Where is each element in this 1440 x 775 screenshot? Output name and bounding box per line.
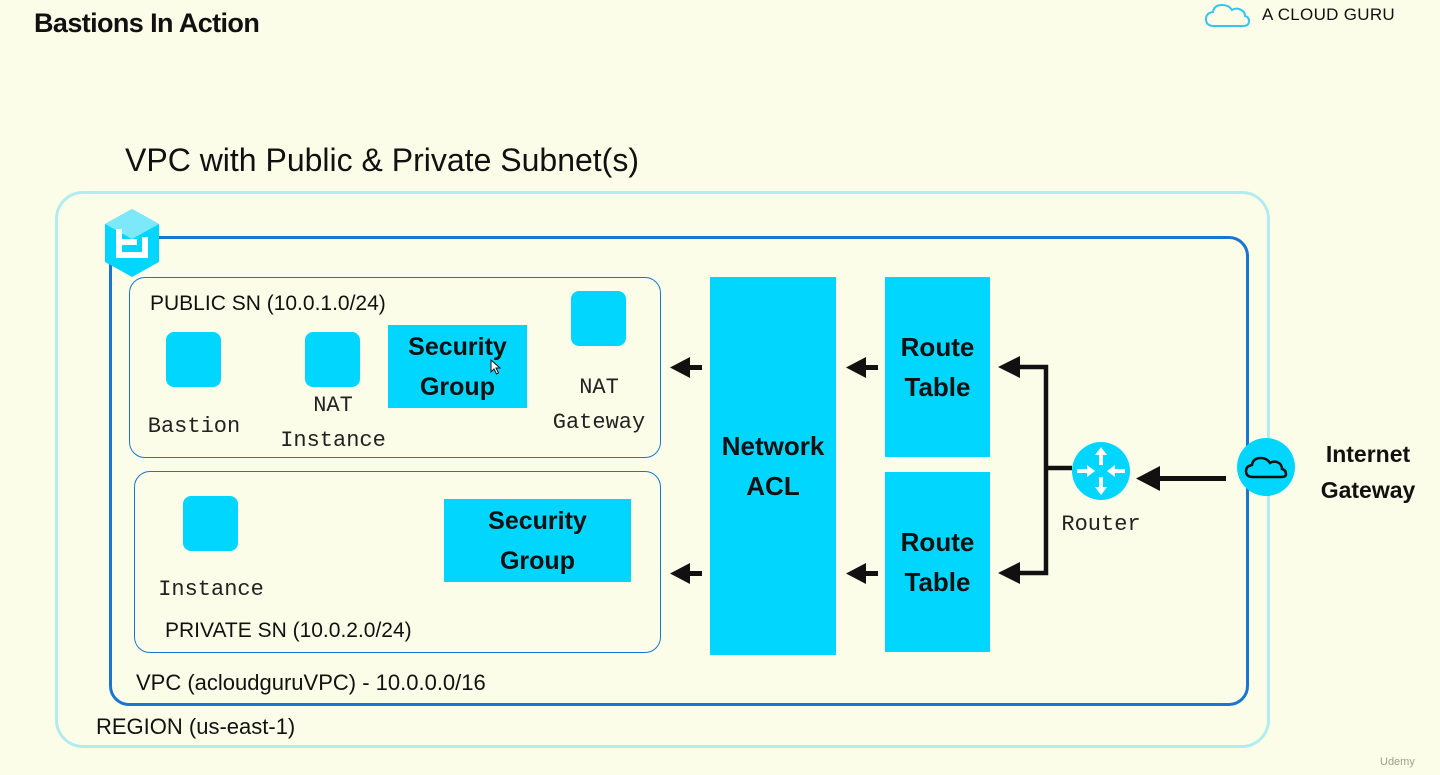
internet-gateway-icon bbox=[1237, 438, 1295, 496]
nat-gateway-label: NAT Gateway bbox=[552, 375, 646, 435]
private-subnet bbox=[134, 471, 661, 653]
arrow-router-to-rt-public bbox=[998, 356, 1020, 378]
private-security-group: Security Group bbox=[444, 499, 631, 582]
route-table-private: Route Table bbox=[885, 472, 990, 652]
private-subnet-label: PRIVATE SN (10.0.2.0/24) bbox=[165, 619, 412, 642]
brand-logo: A CLOUD GURU bbox=[1204, 2, 1395, 28]
bastion-label: Bastion bbox=[147, 414, 241, 439]
route-table-private-label: Route Table bbox=[900, 527, 975, 597]
router-icon bbox=[1072, 442, 1130, 500]
public-security-group-label: Security Group bbox=[408, 332, 507, 401]
arrow-rt-to-acl-private bbox=[846, 563, 878, 584]
arrow-igw-to-router bbox=[1136, 466, 1226, 491]
nat-gateway-icon bbox=[571, 291, 626, 346]
private-security-group-label: Security Group bbox=[488, 506, 587, 575]
udemy-watermark: Udemy bbox=[1380, 756, 1415, 768]
arrow-acl-to-public-subnet bbox=[670, 357, 702, 378]
private-instance-label: Instance bbox=[158, 577, 264, 602]
brand-name: A CLOUD GURU bbox=[1262, 5, 1396, 24]
public-security-group: Security Group bbox=[388, 325, 527, 408]
nat-instance-label: NAT Instance bbox=[280, 393, 386, 453]
public-subnet-label: PUBLIC SN (10.0.1.0/24) bbox=[150, 292, 386, 315]
arrow-router-to-rt-private bbox=[998, 562, 1020, 584]
internet-gateway-label: Internet Gateway bbox=[1320, 441, 1416, 503]
public-subnet bbox=[129, 277, 661, 458]
vpc-label: VPC (acloudguruVPC) - 10.0.0.0/16 bbox=[136, 670, 486, 695]
region-label: REGION (us-east-1) bbox=[96, 714, 296, 739]
router-bracket bbox=[1016, 364, 1072, 576]
vpc-icon bbox=[105, 209, 159, 277]
network-acl: Network ACL bbox=[710, 277, 836, 655]
cloud-outline-icon bbox=[1204, 3, 1250, 27]
private-instance-icon bbox=[183, 496, 238, 551]
arrow-acl-to-private-subnet bbox=[670, 563, 702, 584]
mouse-cursor-icon bbox=[490, 359, 502, 375]
diagram-title: VPC with Public & Private Subnet(s) bbox=[125, 142, 639, 178]
route-table-public-label: Route Table bbox=[900, 332, 975, 402]
network-acl-label: Network ACL bbox=[721, 431, 825, 501]
bastion-instance-icon bbox=[166, 332, 221, 387]
slide-title: Bastions In Action bbox=[34, 8, 260, 38]
router-label: Router bbox=[1061, 512, 1141, 537]
arrow-rt-to-acl-public bbox=[846, 357, 878, 378]
route-table-public: Route Table bbox=[885, 277, 990, 457]
nat-instance-icon bbox=[305, 332, 360, 387]
